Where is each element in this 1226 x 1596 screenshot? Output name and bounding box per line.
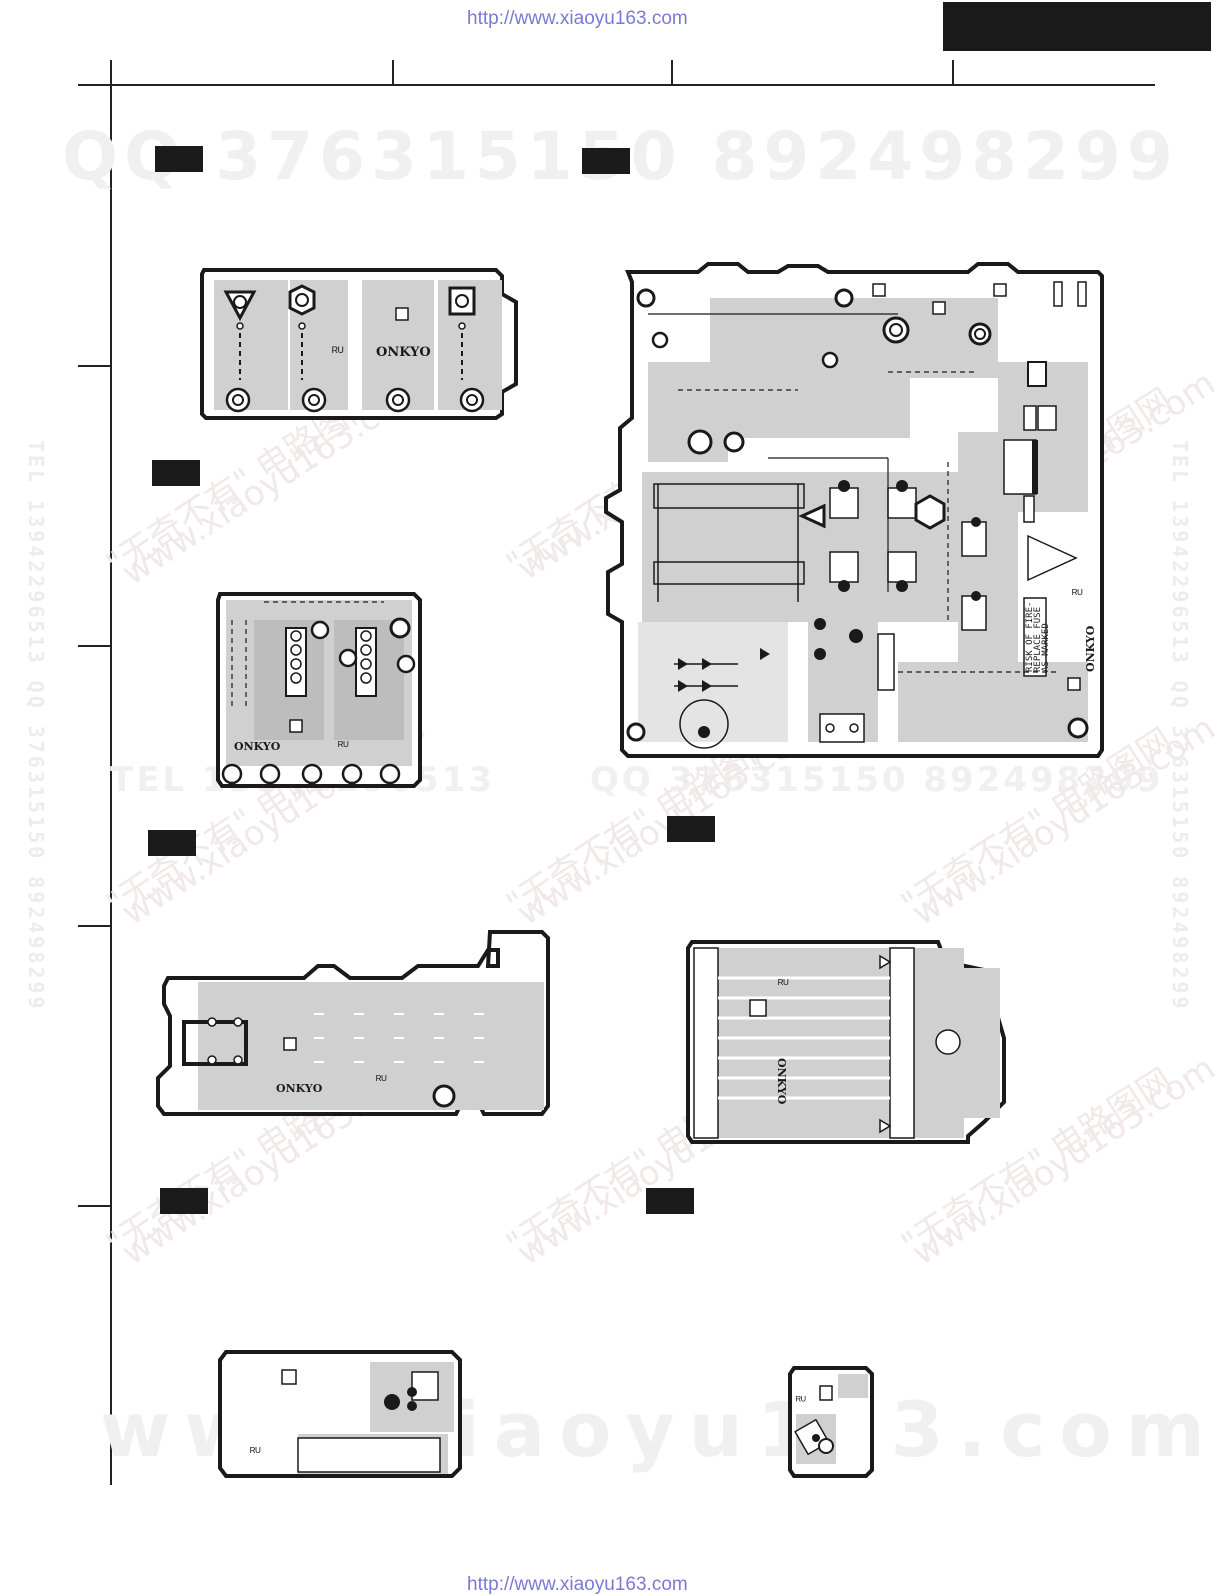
row-tick-3 (78, 925, 112, 927)
pcb-board-3: ONKYO ᴿᵁ (216, 592, 422, 788)
board2-brand: ONKYO (1084, 625, 1097, 672)
row-tick-1 (78, 365, 112, 367)
row-tick-4 (78, 1205, 112, 1207)
board3-ul-mark: ᴿᵁ (338, 739, 349, 753)
pcb-board-1: ONKYO ᴿᵁ (200, 268, 518, 420)
pcb-board-7: ᴿᵁ (788, 1366, 874, 1478)
left-margin-rule (110, 60, 112, 1485)
fuse-warning-line-2: REPLACE FUSE (1033, 607, 1043, 672)
header-black-block (943, 2, 1211, 51)
board6-ul-mark: ᴿᵁ (250, 1445, 261, 1459)
board4-brand: ONKYO (276, 1082, 323, 1095)
board4-ul-mark: ᴿᵁ (376, 1073, 387, 1087)
board3-brand: ONKYO (234, 740, 281, 753)
board7-ul-mark: ᴿᵁ (796, 1395, 806, 1407)
board5-brand: ONKYO (775, 1058, 788, 1105)
board2-ul-mark: ᴿᵁ (1072, 587, 1083, 601)
top-url[interactable]: http://www.xiaoyu163.com (467, 8, 688, 29)
section-tag-6 (160, 1188, 208, 1214)
section-tag-7 (646, 1188, 694, 1214)
section-tag-3 (152, 460, 200, 486)
pcb-board-2: RISK OF FIRE- REPLACE FUSE AS MARKED ONK… (604, 262, 1104, 758)
column-tick-2 (671, 60, 673, 86)
column-tick-1 (392, 60, 394, 86)
row-tick-2 (78, 645, 112, 647)
section-tag-4 (148, 830, 196, 856)
fuse-warning-line-1: RISK OF FIRE- (1025, 602, 1035, 672)
fuse-warning-line-3: AS MARKED (1041, 623, 1051, 672)
bottom-url[interactable]: http://www.xiaoyu163.com (467, 1574, 688, 1595)
watermark-vertical-left: TEL 13942296513 QQ 376315150 892498299 (24, 440, 48, 1012)
board1-brand: ONKYO (376, 345, 431, 360)
watermark-qq-mid: QQ 376315150 892498299 (590, 760, 1164, 800)
pcb-board-5: ONKYO ᴿᵁ (686, 940, 1006, 1144)
section-tag-1 (155, 146, 203, 172)
section-tag-2 (582, 148, 630, 174)
watermark-vertical-right: TEL 13942296513 QQ 376315150 892498299 (1168, 440, 1192, 1012)
header-rule (78, 84, 1155, 86)
pcb-board-6: ᴿᵁ (218, 1350, 462, 1478)
column-tick-3 (952, 60, 954, 86)
board5-ul-mark: ᴿᵁ (778, 977, 789, 991)
board1-ul-mark: ᴿᵁ (332, 344, 344, 359)
section-tag-5 (667, 816, 715, 842)
pcb-board-4: ONKYO ᴿᵁ (156, 930, 550, 1116)
